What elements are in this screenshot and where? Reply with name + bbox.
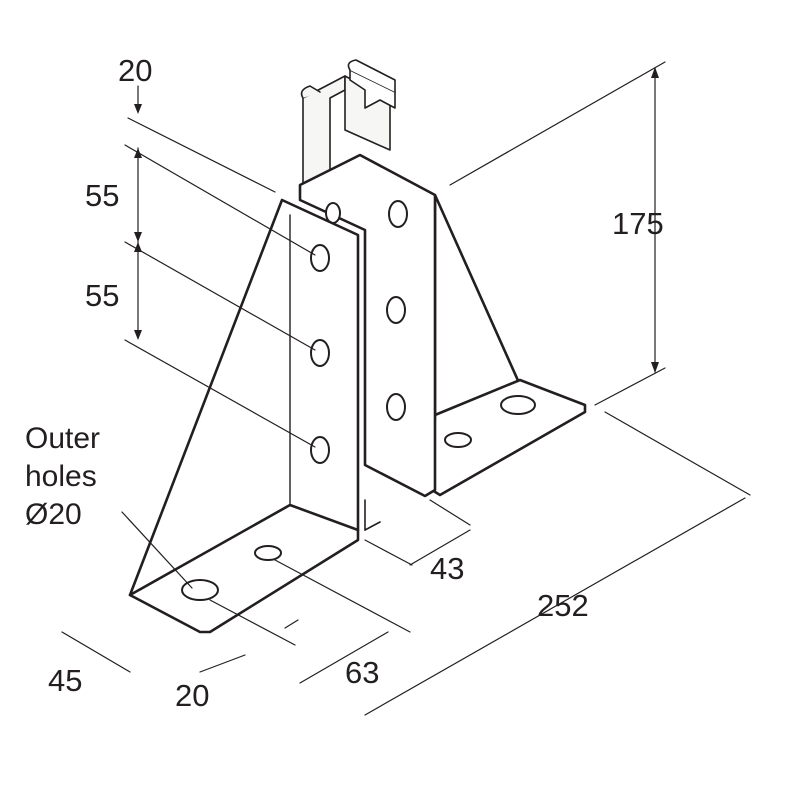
- left-gusset: [128, 198, 360, 634]
- dim-total-length: 252: [537, 588, 589, 623]
- dim-top-offset: 20: [118, 53, 153, 88]
- outer-holes-note-line3: Ø20: [25, 498, 82, 531]
- dim-base-width: 45: [48, 663, 83, 698]
- dimension-lines: [61, 61, 751, 716]
- dim-channel-width: 43: [430, 551, 465, 586]
- outer-holes-note-line1: Outer: [25, 422, 101, 455]
- dim-hole-pitch-lower: 55: [85, 278, 120, 313]
- rear-plate: [298, 153, 437, 498]
- right-gusset: [430, 193, 587, 497]
- dim-height: 175: [612, 206, 664, 241]
- dim-hole-edge: 20: [175, 678, 210, 713]
- channel-post: [300, 59, 396, 531]
- dim-hole-pitch-upper: 55: [85, 178, 120, 213]
- outer-holes-note-line2: holes: [25, 460, 97, 493]
- dim-hole-spacing: 63: [345, 655, 380, 690]
